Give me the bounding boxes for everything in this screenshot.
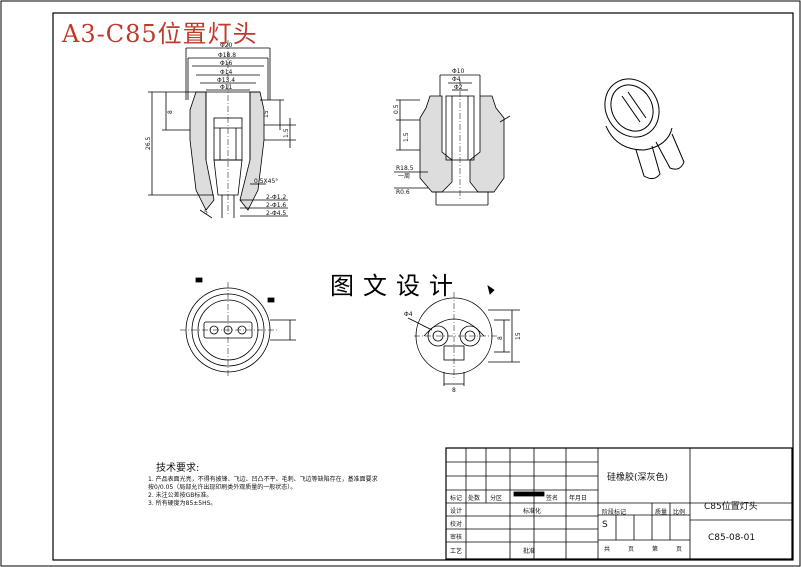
notes-item: 1. 产品表面光亮，不得有披锋、飞边、凹凸不平、毛刺、飞边等缺陷存在，基准面要求: [148, 476, 378, 483]
row-label-sign: 签名: [546, 495, 559, 502]
part-name: C85位置灯头: [704, 502, 758, 512]
dim-bottom-15: 15: [515, 332, 522, 340]
row-label-count: 处数: [468, 495, 481, 502]
notes-item: 3. 所有硬度为85±5HS。: [148, 500, 217, 507]
dim-d18-8: Φ18.8: [218, 52, 236, 59]
row-label-mark: 标记: [450, 495, 463, 502]
notes-item: 按0/0.05（局部允许出现印刷类外观质量的一般状态）。: [148, 484, 297, 491]
dim-side-1-5: 1.5: [403, 132, 410, 142]
notes-title: 技术要求:: [156, 463, 200, 474]
dim-0-5: 0.5: [393, 104, 400, 114]
bottom-view-right: [407, 285, 520, 386]
chamfer-label: 0.5X45°: [254, 178, 278, 185]
notes-item: 2. 未注公差按GB标准。: [148, 492, 213, 499]
dim-d14: Φ14: [220, 69, 233, 76]
side-section-view: [394, 74, 511, 206]
dim-bottom-width: 8: [452, 387, 456, 394]
label-design: 设计: [450, 508, 463, 515]
radius-r18-5: R18.5: [396, 165, 414, 172]
sheet-number-label: 第: [652, 546, 659, 553]
bottom-view-left: [180, 277, 296, 378]
dim-d13-4: Φ13.4: [217, 77, 235, 84]
dim-2-d1-2: 2-Φ1.2: [266, 194, 286, 201]
title-block: [445, 447, 793, 560]
material-label: 硅橡胶(深灰色): [607, 473, 669, 483]
dim-d11: Φ11: [220, 84, 233, 91]
inner-border: [52, 12, 794, 561]
dim-d16: Φ16: [220, 60, 233, 67]
side-view-dimensions: Φ10 Φ4 Φ2 0.5 1.5 R18.5 一周 R0.6: [393, 68, 465, 196]
dim-bottom-d4: Φ4: [404, 311, 413, 318]
dim-15: 15: [263, 110, 270, 118]
label-approve: 批准: [523, 548, 536, 555]
label-stage-mark: 阶段标记: [602, 509, 627, 516]
dim-bottom-8: 8: [497, 336, 504, 340]
dim-26-5: 26.5: [145, 136, 152, 150]
label-check: 校对: [450, 521, 463, 528]
dim-1-5: 1.5: [283, 128, 290, 138]
technical-notes: 技术要求: 1. 产品表面光亮，不得有披锋、飞边、凹凸不平、毛刺、飞边等缺陷存在…: [148, 462, 428, 508]
drawing-number: C85-08-01: [708, 533, 756, 543]
front-view-dimensions: Φ20 Φ18.8 Φ16 Φ14 Φ13.4 Φ11 8 26.5 1.5 1…: [145, 42, 290, 217]
stage-s: S: [602, 520, 608, 530]
sheet-page-label: 页: [628, 546, 635, 553]
row-label-zone: 分区: [490, 495, 503, 502]
label-craft: 工艺: [450, 548, 463, 555]
sheet-total-label: 共: [604, 546, 611, 553]
row-label-date: 年月日: [569, 495, 588, 502]
dim-d20: Φ20: [220, 42, 233, 49]
dim-8: 8: [167, 110, 174, 114]
sheet-page-label-2: 页: [676, 546, 683, 553]
dim-small-5: 5: [204, 209, 208, 216]
radius-r0-6: R0.6: [396, 189, 410, 196]
dim-d10: Φ10: [452, 68, 465, 75]
dim-2-d4-5: 2-Φ4.5: [266, 210, 286, 217]
dim-d2: Φ2: [454, 84, 463, 91]
label-scale: 比例: [673, 509, 686, 516]
label-standardize: 标准化: [523, 508, 542, 515]
bottom-view-dimensions: 8 15 Φ4 8: [404, 311, 522, 394]
isometric-view: [604, 78, 685, 180]
watermark-text: 图文设计: [330, 272, 462, 300]
label-weight: 质量: [655, 509, 668, 516]
dim-d4: Φ4: [452, 76, 461, 83]
dim-2-d1-6: 2-Φ1.6: [266, 202, 286, 209]
sheet-title: A3-C85位置灯头: [62, 20, 258, 48]
front-section-view: [148, 40, 296, 219]
label-one-round: 一周: [398, 173, 410, 180]
label-audit: 审核: [450, 534, 463, 541]
